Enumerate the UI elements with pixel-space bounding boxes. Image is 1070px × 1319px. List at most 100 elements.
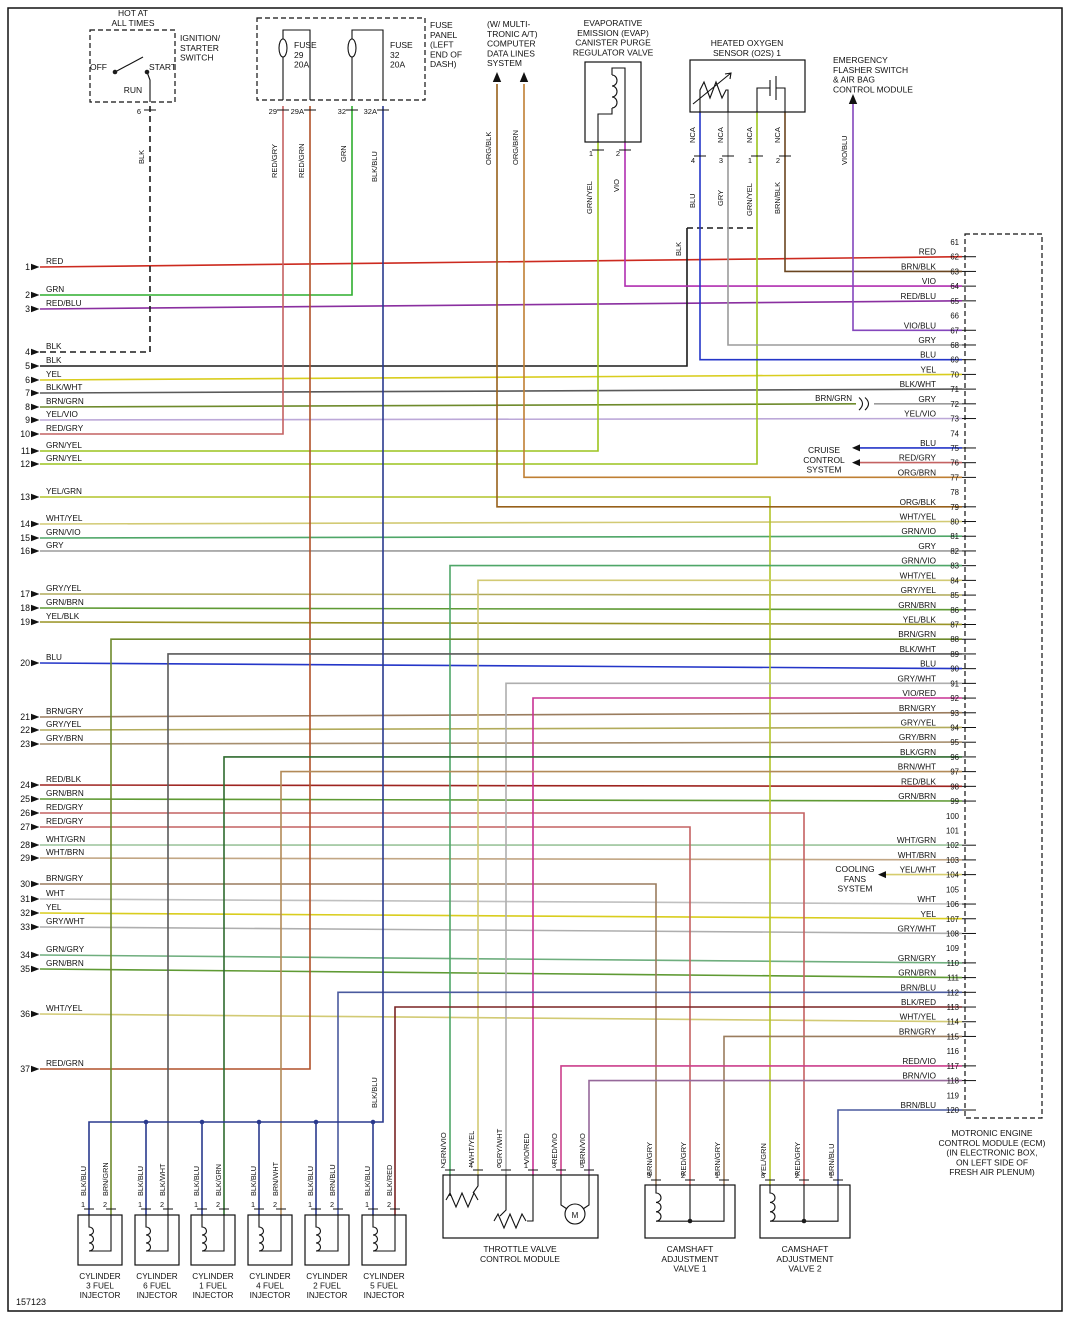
- ecm-pin-label: YEL/VIO: [904, 410, 936, 419]
- wire-evap-vio-pin64: [624, 142, 962, 287]
- arrow-left-icon: [852, 459, 860, 467]
- left-row-label: GRN/YEL: [46, 441, 82, 450]
- o2s-heater-symbol: [692, 72, 732, 112]
- injector-wire-label: BLK/BLU: [79, 1166, 88, 1196]
- ecm-pin-label: BRN/BLK: [901, 262, 937, 271]
- fuse-terminal-29: 29: [269, 107, 277, 116]
- junction-dot: [143, 1119, 149, 1125]
- fuse29-label: FUSE: [294, 40, 317, 50]
- injector-coil-symbol: [145, 1215, 169, 1252]
- hot-at-label: HOT AT: [118, 8, 148, 18]
- left-row-arrow-icon: [31, 713, 40, 721]
- injector-name: CYLINDER: [363, 1272, 404, 1281]
- splice-symbol-pin72: [858, 397, 870, 411]
- left-row-number: 29: [20, 853, 30, 863]
- arrow-up-icon: [519, 72, 529, 82]
- left-row-label: YEL/VIO: [46, 410, 78, 419]
- left-row-arrow-icon: [31, 895, 40, 903]
- ecm-pin-number: 116: [947, 1047, 959, 1056]
- fuse-panel-label: FUSE: [430, 20, 453, 30]
- injector-name: 4 FUEL: [256, 1282, 284, 1291]
- wire-row18-grnbrn: [39, 607, 963, 611]
- cooling-label: FANS: [844, 874, 867, 884]
- ecm-pin-label: RED/GRY: [899, 454, 937, 463]
- ecm-pin-number: 112: [947, 988, 959, 997]
- left-row-label: YEL: [46, 903, 62, 912]
- ecm-pin-number: 71: [950, 385, 959, 394]
- left-row-label: RED/BLU: [46, 299, 82, 308]
- left-row-arrow-icon: [31, 951, 40, 959]
- left-row-label: RED/GRY: [46, 803, 84, 812]
- left-row-number: 4: [25, 347, 30, 357]
- left-row-label: WHT/BRN: [46, 848, 84, 857]
- wire-pin96-inj1-blkgrn: [223, 756, 962, 1215]
- ecm-pin-label: BRN/GRY: [899, 1027, 937, 1036]
- ecm-pin-number: 93: [950, 709, 959, 718]
- wire-pin117-throttle3-redvio: [560, 1065, 962, 1175]
- left-row-arrow-icon: [31, 1010, 40, 1018]
- fuse-panel-box: [256, 17, 426, 101]
- left-row-number: 15: [20, 533, 30, 543]
- left-row-label: BRN/GRY: [46, 874, 84, 883]
- ecm-pin-number: 92: [950, 694, 959, 703]
- wire-row1-red: [39, 255, 963, 268]
- left-row-label: GRN: [46, 285, 64, 294]
- injector-pin-number: 1: [251, 1200, 255, 1209]
- ecm-pin-label: YEL: [921, 910, 937, 919]
- wire-label-vioblu-flasher: VIO/BLU: [840, 135, 849, 165]
- o2s-box: [689, 59, 806, 113]
- ecm-name-label: MOTRONIC ENGINE: [951, 1128, 1033, 1138]
- left-row-number: 18: [20, 603, 30, 613]
- ecm-pin-number: 68: [950, 341, 959, 350]
- o2s-nca-3: NCA: [716, 127, 725, 143]
- injector-name: INJECTOR: [193, 1291, 234, 1300]
- flasher-label: EMERGENCY: [833, 55, 888, 65]
- junction-dot: [370, 1119, 376, 1125]
- left-row-arrow-icon: [31, 534, 40, 542]
- left-row-label: WHT/YEL: [46, 514, 83, 523]
- wire-row31-wht: [39, 898, 963, 905]
- ecm-pin-label: RED: [919, 248, 936, 257]
- left-row-number: 28: [20, 840, 30, 850]
- fuse32-element: [347, 38, 357, 58]
- wire-label-blkblu-bus: BLK/BLU: [370, 1077, 379, 1108]
- ecm-pin-label: GRY/WHT: [897, 674, 936, 683]
- outer-border: [7, 7, 1063, 1312]
- wire-row26-redgry-cam2: [40, 812, 805, 1185]
- left-row-label: RED: [46, 257, 63, 266]
- ecm-pin-number: 101: [946, 826, 959, 835]
- left-row-arrow-icon: [31, 726, 40, 734]
- ecm-pin-number: 83: [950, 562, 959, 571]
- wire-label-blu-o2s: BLU: [688, 193, 697, 208]
- left-row-number: 6: [25, 375, 30, 385]
- ecm-pin-number: 87: [950, 621, 959, 630]
- wire-row27-redgry-cam1: [40, 826, 691, 1185]
- ecm-pin-number: 102: [946, 841, 959, 850]
- wire-row20-blu: [39, 662, 963, 670]
- left-row-label: GRN/BRN: [46, 598, 84, 607]
- left-row-number: 36: [20, 1009, 30, 1019]
- injector-box: [190, 1214, 236, 1266]
- injector-pin-number: 1: [365, 1200, 369, 1209]
- throttle-pin-2: 2: [441, 1161, 445, 1170]
- left-row-arrow-icon: [31, 740, 40, 748]
- fuse32-label: 32: [390, 50, 400, 60]
- left-row-arrow-icon: [31, 854, 40, 862]
- injector-pin-number: 1: [81, 1200, 85, 1209]
- wire-row3-redblu: [39, 300, 963, 310]
- injector-name: INJECTOR: [364, 1291, 405, 1300]
- left-row-arrow-icon: [31, 1065, 40, 1073]
- junction-dot: [687, 1218, 693, 1224]
- o2s-sensor-symbol: [756, 76, 786, 112]
- injector-name: 1 FUEL: [199, 1282, 227, 1291]
- cam2-box: [759, 1184, 851, 1239]
- left-row-label: GRY/WHT: [46, 917, 85, 926]
- ecm-pin-number: 64: [950, 282, 959, 291]
- ecm-pin-label: RED/BLK: [901, 777, 937, 786]
- left-row-arrow-icon: [31, 604, 40, 612]
- left-row-arrow-icon: [31, 823, 40, 831]
- wire-row21-brngry: [39, 711, 963, 718]
- left-row-label: GRY: [46, 541, 64, 550]
- injector-name: INJECTOR: [250, 1291, 291, 1300]
